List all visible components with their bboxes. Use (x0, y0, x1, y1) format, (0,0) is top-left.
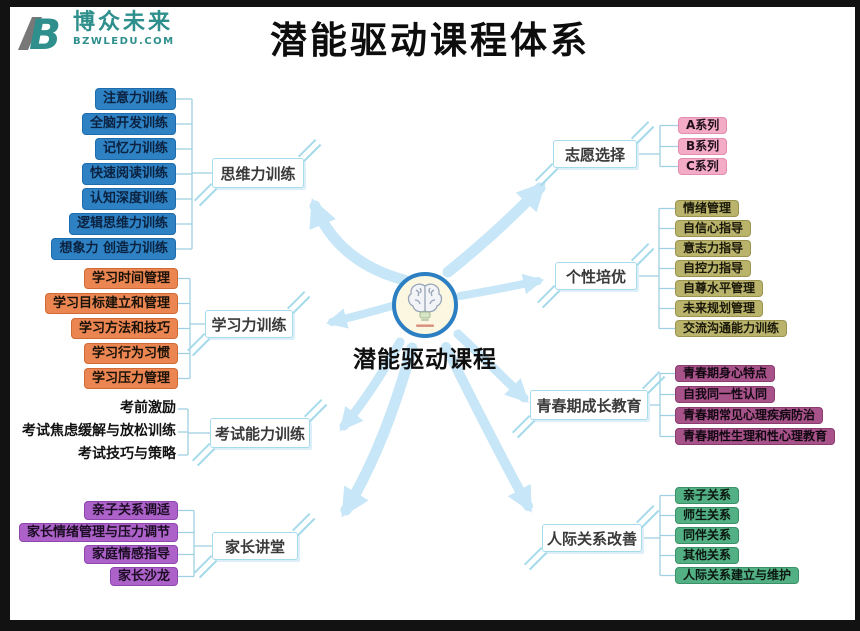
topic-learning-0[interactable]: 学习时间管理 (83, 268, 178, 289)
topic-personality-5[interactable]: 未来规划管理 (675, 300, 764, 317)
branch-node-choice[interactable]: 志愿选择 (553, 140, 637, 168)
topic-choice-1[interactable]: B系列 (678, 138, 728, 155)
topic-choice-0[interactable]: A系列 (678, 117, 728, 134)
topic-thinking-4[interactable]: 认知深度训练 (81, 188, 176, 210)
topic-exam-1[interactable]: 考试焦虑缓解与放松训练 (22, 423, 176, 439)
topic-learning-3[interactable]: 学习行为习惯 (83, 343, 178, 364)
topic-family-0[interactable]: 亲子关系调适 (83, 501, 178, 520)
arrow-personality (456, 273, 545, 300)
connector-interpersonal (642, 494, 675, 577)
arrow-thinking (309, 198, 410, 286)
topic-thinking-5[interactable]: 逻辑思维力训练 (68, 213, 176, 235)
branch-label: 家长讲堂 (224, 537, 285, 556)
connector-choice (637, 124, 678, 168)
logo: B 博众未来 BZWLEDU.COM (18, 12, 175, 56)
branch-node-thinking[interactable]: 思维力训练 (212, 158, 304, 188)
topic-exam-0[interactable]: 考前激励 (120, 400, 176, 416)
topic-interpersonal-0[interactable]: 亲子关系 (675, 487, 740, 504)
branch-label: 志愿选择 (564, 145, 625, 164)
topic-adolescence-0[interactable]: 青春期身心特点 (675, 365, 776, 382)
topic-learning-4[interactable]: 学习压力管理 (83, 368, 178, 389)
topic-adolescence-1[interactable]: 自我同一性认同 (675, 386, 776, 403)
connector-personality (637, 207, 675, 330)
connector-thinking (176, 98, 212, 250)
arrow-learning (325, 302, 396, 329)
topic-thinking-3[interactable]: 快速阅读训练 (81, 163, 176, 185)
topic-interpersonal-1[interactable]: 师生关系 (675, 507, 740, 524)
branch-label: 学习力训练 (211, 315, 287, 334)
topic-interpersonal-2[interactable]: 同伴关系 (675, 527, 740, 544)
topic-personality-0[interactable]: 情绪管理 (675, 200, 740, 217)
topic-thinking-2[interactable]: 记忆力训练 (94, 138, 176, 160)
topic-family-3[interactable]: 家长沙龙 (109, 567, 178, 586)
page-title: 潜能驱动课程体系 (270, 19, 590, 62)
topic-thinking-0[interactable]: 注意力训练 (94, 88, 176, 110)
topic-interpersonal-4[interactable]: 人际关系建立与维护 (675, 567, 800, 584)
center-node[interactable] (392, 272, 458, 338)
svg-text:B: B (29, 12, 61, 56)
topic-personality-3[interactable]: 自控力指导 (675, 260, 752, 277)
logo-domain: BZWLEDU.COM (73, 36, 175, 47)
branch-label: 考试能力训练 (214, 424, 305, 443)
arrow-adolescence (453, 329, 529, 403)
branch-node-learning[interactable]: 学习力训练 (205, 310, 293, 338)
branch-label: 个性培优 (565, 267, 626, 286)
topic-personality-4[interactable]: 自尊水平管理 (675, 280, 764, 297)
topic-family-1[interactable]: 家长情绪管理与压力调节 (18, 523, 178, 542)
topic-personality-2[interactable]: 意志力指导 (675, 240, 752, 257)
logo-mark-icon: B (18, 12, 61, 56)
branch-label: 思维力训练 (220, 164, 296, 183)
arrow-family (340, 342, 418, 518)
arrow-interpersonal (441, 342, 533, 513)
connector-exam (178, 408, 210, 456)
topic-family-2[interactable]: 家庭情感指导 (83, 545, 178, 564)
branch-node-interpersonal[interactable]: 人际关系改善 (542, 524, 642, 552)
connector-adolescence (648, 372, 675, 438)
logo-name: 博众未来 (73, 10, 174, 35)
topic-thinking-6[interactable]: 想象力 创造力训练 (51, 238, 176, 260)
center-label: 潜能驱动课程 (353, 347, 497, 373)
connector-learning (178, 277, 205, 380)
branch-label: 人际关系改善 (546, 529, 637, 548)
branch-node-adolescence[interactable]: 青春期成长教育 (530, 390, 648, 420)
topic-thinking-1[interactable]: 全脑开发训练 (81, 113, 176, 135)
arrow-exam (339, 337, 405, 432)
topic-learning-1[interactable]: 学习目标建立和管理 (44, 293, 178, 314)
topic-choice-2[interactable]: C系列 (678, 158, 727, 175)
branch-node-family[interactable]: 家长讲堂 (212, 532, 298, 560)
branch-node-personality[interactable]: 个性培优 (555, 262, 637, 290)
topic-personality-1[interactable]: 自信心指导 (675, 220, 752, 237)
brain-bulb-icon (407, 283, 443, 327)
topic-learning-2[interactable]: 学习方法和技巧 (70, 318, 178, 339)
topic-adolescence-2[interactable]: 青春期常见心理疾病防治 (675, 407, 824, 424)
arrow-choice (442, 181, 546, 278)
topic-personality-6[interactable]: 交流沟通能力训练 (675, 320, 788, 337)
branch-node-exam[interactable]: 考试能力训练 (210, 418, 310, 448)
topic-adolescence-3[interactable]: 青春期性生理和性心理教育 (675, 428, 836, 445)
topic-interpersonal-3[interactable]: 其他关系 (675, 547, 740, 564)
connector-family (178, 509, 212, 578)
branch-label: 青春期成长教育 (536, 396, 642, 415)
topic-exam-2[interactable]: 考试技巧与策略 (78, 446, 176, 462)
